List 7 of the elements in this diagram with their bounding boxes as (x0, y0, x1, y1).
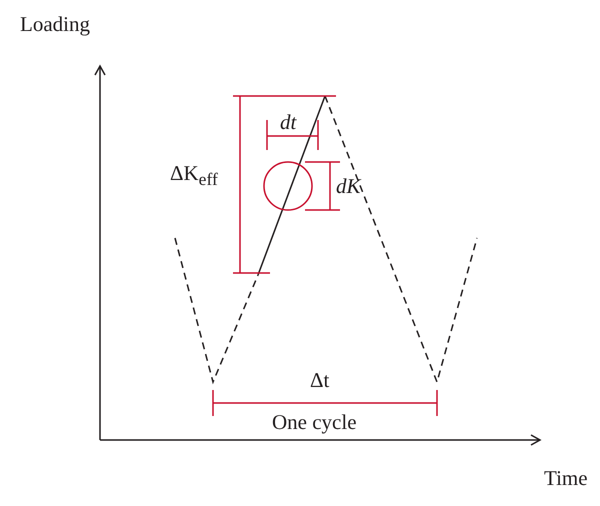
axis-title: Loading (20, 14, 90, 35)
dimension-label: Δt (310, 370, 330, 391)
dimension-label: dt (280, 112, 296, 133)
axis-title: Time (544, 468, 588, 489)
dimension-label: ΔK$_{eff}$ (170, 163, 218, 189)
dimension-label: dK (336, 176, 361, 197)
dimension-label: One cycle (272, 412, 357, 433)
